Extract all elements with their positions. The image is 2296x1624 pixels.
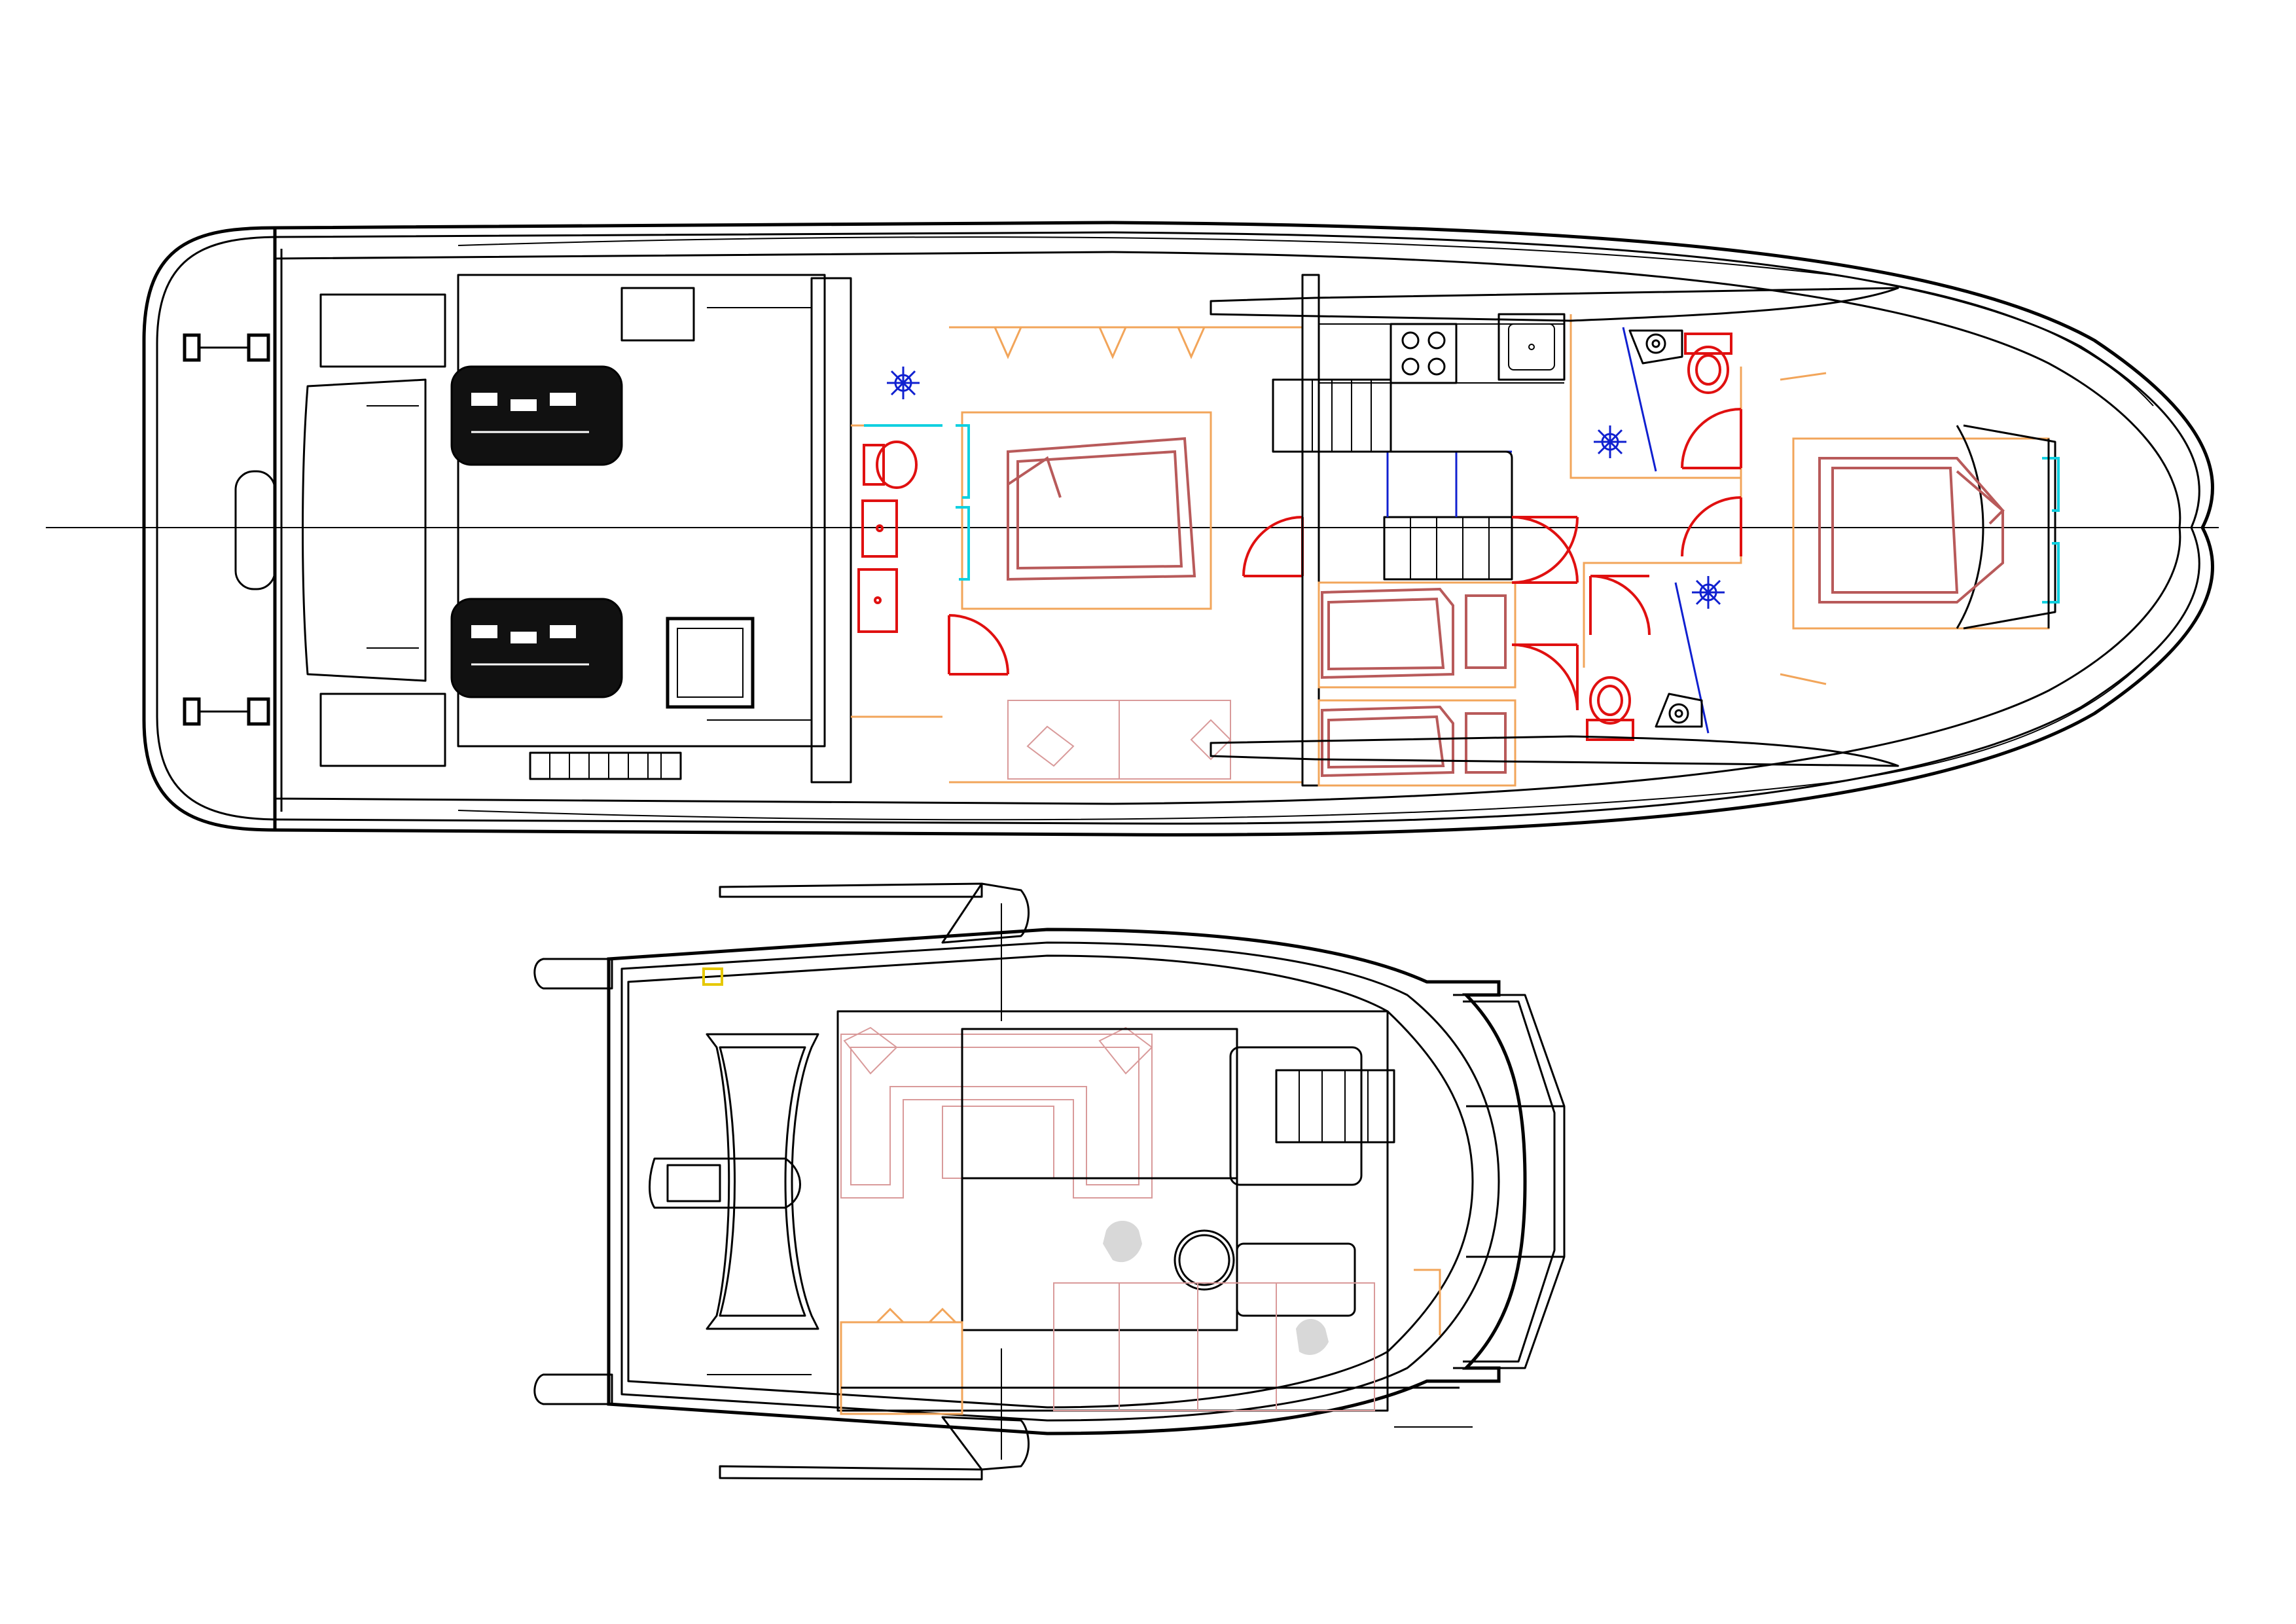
- aft-sofa: [840, 1282, 1375, 1415]
- door-swing-icon: [1242, 516, 1304, 577]
- helm-seat: [649, 1157, 801, 1209]
- door-swing-icon: [948, 614, 1009, 676]
- lounge-seating: [840, 1026, 1153, 1199]
- stair-icon: [1272, 378, 1392, 453]
- sofa: [1007, 700, 1232, 780]
- door-swing-icon: [1511, 643, 1579, 711]
- hardtop-strut: [941, 1416, 1030, 1471]
- door-swing-icon: [1681, 408, 1742, 469]
- hardtop-strut: [719, 1465, 983, 1481]
- light-icon: [887, 367, 920, 399]
- toilet-icon: [1586, 676, 1634, 741]
- engine-icon: [450, 365, 623, 466]
- window: [864, 424, 970, 581]
- side-window: [1210, 287, 1899, 322]
- toilet-icon: [1684, 333, 1732, 394]
- flybridge-deck: [627, 954, 1474, 1409]
- door-swing-icon: [1681, 496, 1742, 557]
- helm-wheel-icon: [1174, 1229, 1356, 1317]
- transom-hatch: [234, 470, 276, 590]
- bulkhead: [1301, 274, 1320, 787]
- toilet-icon: [863, 441, 918, 489]
- engine-room: [457, 274, 826, 748]
- bed-icon: [1818, 457, 2005, 604]
- side-window: [1210, 735, 1899, 767]
- indicator-light: [702, 967, 723, 986]
- hull-outline: [142, 221, 2214, 837]
- hardtop-strut: [941, 882, 1030, 944]
- generator: [666, 617, 755, 709]
- sink-icon: [1498, 313, 1566, 381]
- forward-cabin: [1780, 372, 2060, 685]
- windscreen: [1453, 994, 1566, 1369]
- tank: [620, 287, 695, 342]
- light-icon: [1594, 425, 1626, 458]
- aft-cabin: [851, 326, 1304, 784]
- aft-frame: [706, 1033, 819, 1330]
- window: [2042, 457, 2060, 604]
- sink-icon: [857, 499, 898, 633]
- dinette-table: [961, 1028, 1238, 1331]
- sink-icon: [1655, 693, 1703, 728]
- stair-icon: [1229, 1046, 1395, 1186]
- crew-figure: [1296, 1319, 1329, 1355]
- cleat-icon: [183, 697, 270, 726]
- captain-figure: [1103, 1221, 1142, 1263]
- light-icon: [1692, 576, 1725, 609]
- lower-deck-plan: [46, 221, 2219, 837]
- sheer-line: [457, 236, 2154, 406]
- sink-icon: [1628, 329, 1683, 365]
- aft-wing: [533, 1373, 613, 1405]
- flybridge-plan: [533, 882, 1566, 1481]
- engine-icon: [450, 598, 623, 698]
- forward-heads: [1570, 314, 1742, 741]
- aft-wing: [533, 958, 613, 990]
- door-swing-icon: [1511, 516, 1579, 584]
- sheer-line-lower: [457, 651, 2154, 821]
- battery-bank: [529, 751, 682, 780]
- aft-cockpit: [302, 378, 427, 682]
- aft-step: [319, 693, 446, 767]
- door-swing-icon: [1589, 575, 1651, 636]
- deck-edge: [274, 251, 2181, 805]
- stove: [1390, 323, 1458, 384]
- hardtop-strut: [719, 882, 983, 898]
- stair-icon: [1383, 516, 1513, 581]
- aft-step: [319, 293, 446, 368]
- bed-icon: [1007, 437, 1196, 581]
- cleat-icon: [183, 333, 270, 362]
- flybridge-outline: [607, 928, 1527, 1435]
- bulkhead: [810, 277, 852, 784]
- flybridge-inner: [620, 941, 1500, 1422]
- twin-cabin: [1318, 581, 1516, 787]
